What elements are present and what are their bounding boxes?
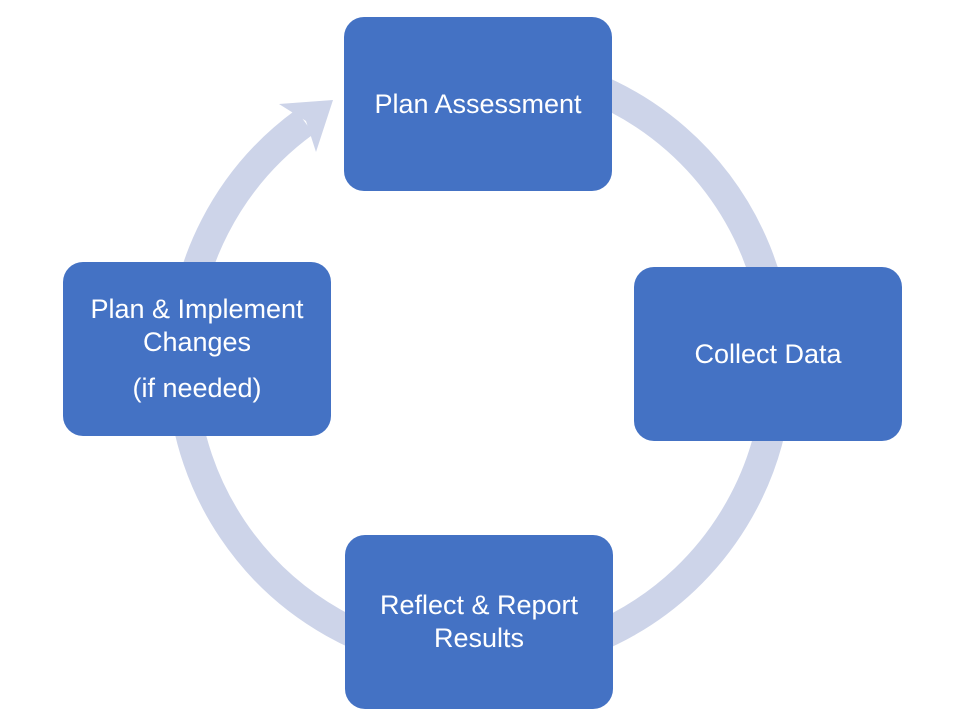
node-collect-data: Collect Data xyxy=(634,267,902,441)
node-plan-assessment: Plan Assessment xyxy=(344,17,612,191)
node-sublabel: (if needed) xyxy=(132,373,262,404)
node-label: Plan & Implement Changes xyxy=(90,293,304,357)
node-label: Collect Data xyxy=(694,338,842,369)
node-label: Reflect & Report Results xyxy=(379,590,579,653)
node-label: Plan Assessment xyxy=(374,88,582,119)
cycle-arrowhead-icon xyxy=(279,100,333,152)
node-reflect-report-results: Reflect & Report Results xyxy=(345,535,613,709)
node-plan-implement-changes: Plan & Implement Changes (if needed) xyxy=(63,262,331,436)
